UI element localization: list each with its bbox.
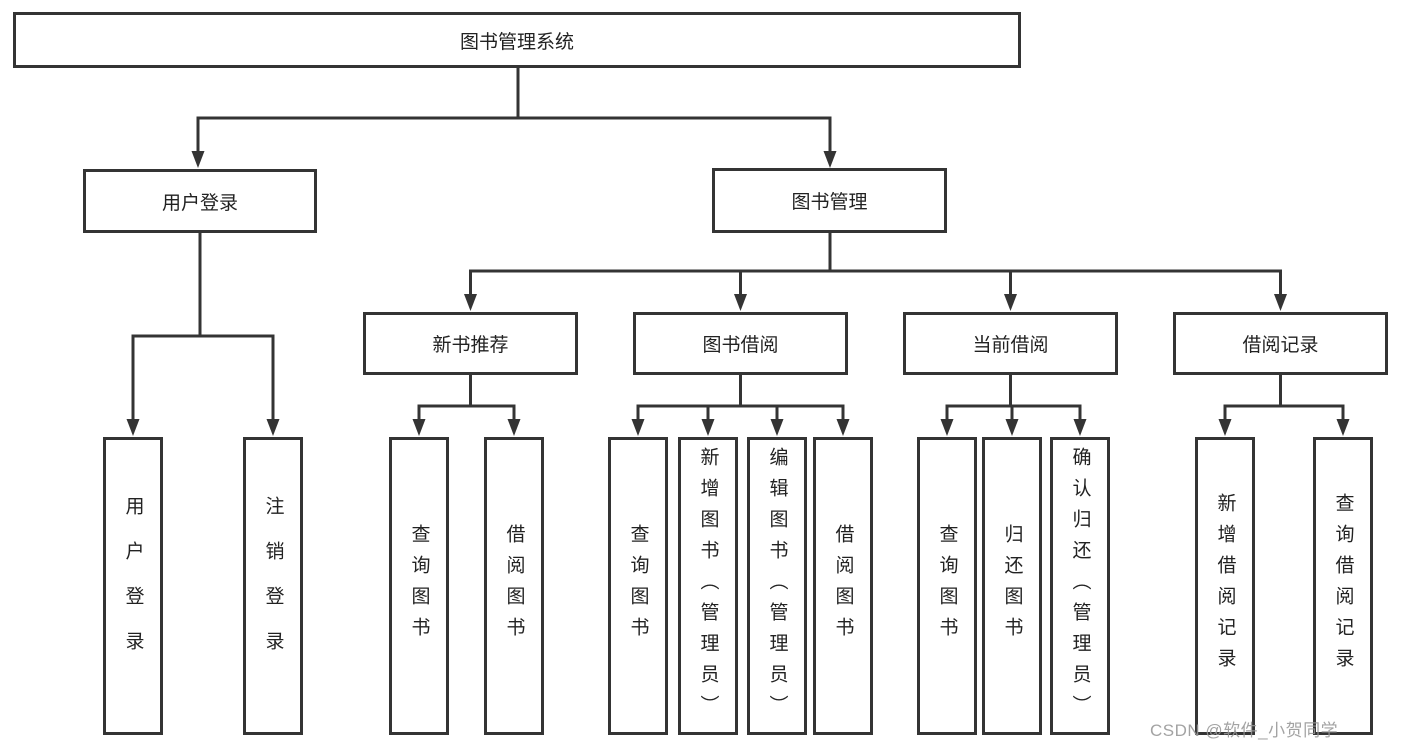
node-label: 查询图书	[936, 524, 958, 648]
leaf-query-books-current: 查询图书	[917, 437, 977, 735]
node-label: 新增借阅记录	[1214, 493, 1236, 679]
leaf-logout: 注销登录	[243, 437, 303, 735]
node-current-borrowing: 当前借阅	[903, 312, 1118, 375]
node-label: 借阅记录	[1242, 335, 1319, 356]
node-label: 查询借阅记录	[1332, 493, 1354, 679]
node-label: 确认归还（管理员）	[1069, 446, 1091, 726]
node-user-login: 用户登录	[83, 169, 317, 233]
node-label: 图书管理	[791, 192, 868, 213]
leaf-edit-book-admin: 编辑图书（管理员）	[747, 437, 807, 735]
node-label: 新书推荐	[432, 335, 509, 356]
arrowheads	[126, 151, 1350, 436]
leaf-borrow-book-recommend: 借阅图书	[484, 437, 544, 735]
leaf-confirm-return-admin: 确认归还（管理员）	[1050, 437, 1110, 735]
leaf-borrow-book: 借阅图书	[813, 437, 873, 735]
node-label: 新增图书（管理员）	[697, 446, 719, 726]
node-new-book-recommendation: 新书推荐	[363, 312, 578, 375]
node-borrowing-records: 借阅记录	[1173, 312, 1388, 375]
leaf-query-books-borrow: 查询图书	[608, 437, 668, 735]
node-label: 借阅图书	[832, 524, 854, 648]
leaf-add-book-admin: 新增图书（管理员）	[678, 437, 738, 735]
leaf-return-book: 归还图书	[982, 437, 1042, 735]
node-book-management: 图书管理	[712, 168, 947, 233]
leaf-add-borrow-record: 新增借阅记录	[1195, 437, 1255, 735]
node-label: 查询图书	[408, 524, 430, 648]
leaf-user-login: 用户登录	[103, 437, 163, 735]
node-label: 归还图书	[1001, 524, 1023, 648]
node-label: 当前借阅	[972, 335, 1049, 356]
watermark-text: CSDN @软件_小贺同学	[1150, 721, 1339, 740]
node-label: 用户登录	[122, 496, 144, 676]
node-label: 借阅图书	[503, 524, 525, 648]
leaf-query-books-recommend: 查询图书	[389, 437, 449, 735]
node-label: 用户登录	[161, 192, 238, 214]
node-label: 图书借阅	[702, 335, 779, 356]
node-label: 查询图书	[627, 524, 649, 648]
node-label: 图书管理系统	[459, 31, 574, 53]
node-book-borrowing: 图书借阅	[633, 312, 848, 375]
node-label: 编辑图书（管理员）	[766, 446, 788, 726]
node-label: 注销登录	[262, 496, 284, 676]
node-library-management-system: 图书管理系统	[13, 12, 1021, 68]
leaf-query-borrow-record: 查询借阅记录	[1313, 437, 1373, 735]
